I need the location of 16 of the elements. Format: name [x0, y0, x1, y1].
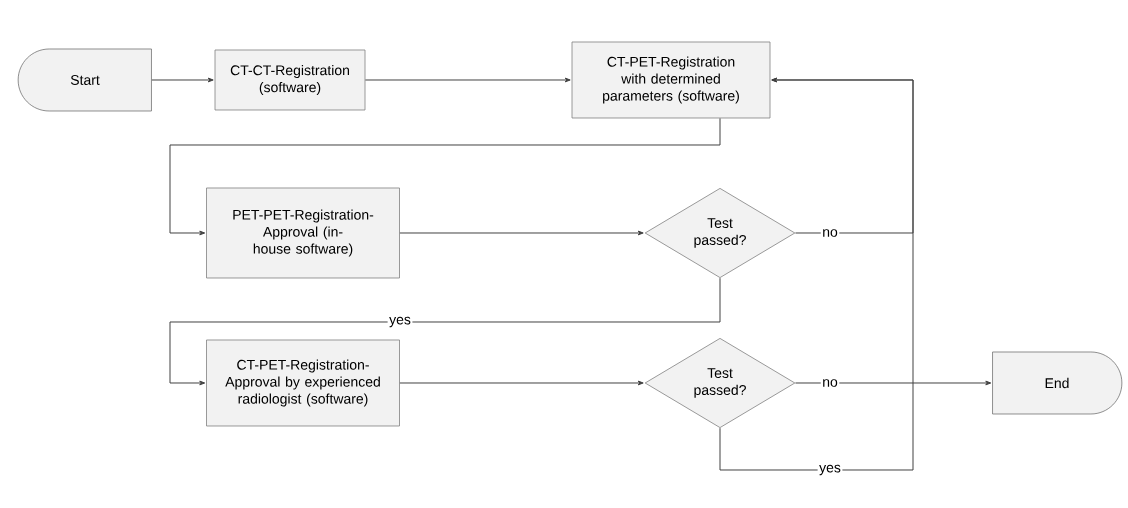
process-box: PET-PET-Registration-Approval (in-house software) — [206, 187, 400, 279]
arrow — [399, 380, 644, 386]
arrow — [364, 77, 571, 83]
process-box: CT-PET-Registration with determined parameters (software) — [571, 41, 771, 119]
edge-label: yes — [387, 315, 413, 329]
process-box: CT-CT-Registration (software) — [214, 49, 366, 111]
edge-label: no — [820, 377, 840, 389]
arrow — [169, 277, 721, 386]
edge-label: no — [820, 227, 840, 239]
process-box: CT-PET-Registration-Approval by experienced radiologist (software) — [206, 339, 400, 427]
arrow — [169, 117, 721, 236]
arrow — [771, 77, 914, 384]
edge-label: yes — [817, 463, 843, 477]
arrow — [151, 77, 214, 83]
arrow — [399, 230, 644, 236]
arrow — [719, 380, 992, 471]
